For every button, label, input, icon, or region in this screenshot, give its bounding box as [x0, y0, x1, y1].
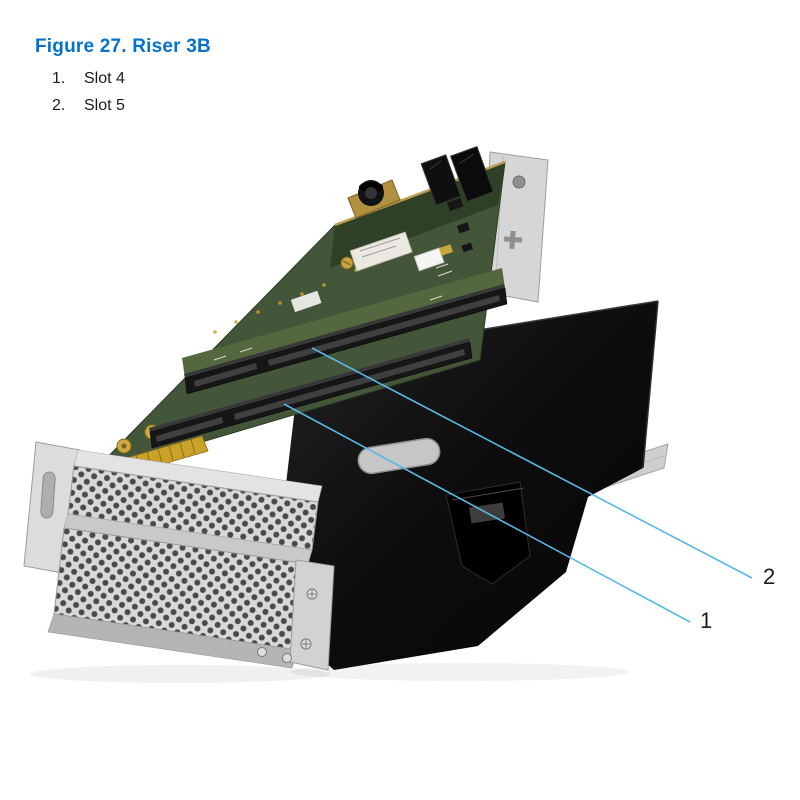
power-connector [449, 146, 495, 202]
cage-slot-hole [40, 471, 56, 519]
bracket-cross-cutout [503, 230, 523, 250]
pcie-slot-4 [149, 338, 473, 449]
callout-line-2 [311, 347, 753, 579]
figure-title: Figure 27. Riser 3B [35, 36, 211, 57]
cage-screw [306, 588, 318, 600]
cage-bottom-rail [47, 613, 299, 669]
figure-legend: 1. Slot 4 2. Slot 5 [52, 70, 125, 124]
cage-screw [257, 647, 292, 663]
legend-item-label: Slot 4 [84, 70, 125, 87]
floor-shadows [30, 663, 630, 683]
bracket-hole [512, 175, 526, 189]
air-shroud-body [282, 301, 658, 670]
board-components [439, 197, 474, 256]
legend-item: 1. Slot 4 [52, 70, 125, 88]
board-label-sticker [349, 231, 413, 272]
board-silkscreen-marks [213, 263, 453, 361]
legend-item: 2. Slot 5 [52, 97, 125, 115]
board-screw [116, 438, 132, 454]
callout-number-2: 2 [763, 564, 776, 589]
callout-lines [283, 347, 753, 623]
pci-card-cage [23, 441, 335, 671]
thumbscrew [347, 179, 401, 219]
shroud-handle-cutout [357, 437, 441, 475]
legend-item-number: 2. [52, 97, 66, 114]
board-label-sticker [413, 247, 445, 272]
legend-item-label: Slot 5 [84, 97, 125, 114]
power-connector [420, 154, 462, 206]
air-shroud [282, 300, 659, 670]
board-screw [340, 256, 354, 270]
pcie-slot-5 [184, 284, 508, 395]
legend-item-number: 1. [52, 70, 66, 87]
riser-board [88, 146, 506, 484]
callout-number-1: 1 [700, 608, 713, 633]
callout-line-1 [283, 403, 691, 623]
board-label-sticker [290, 290, 322, 313]
cage-right-post [289, 559, 335, 671]
cage-screw [300, 638, 312, 650]
